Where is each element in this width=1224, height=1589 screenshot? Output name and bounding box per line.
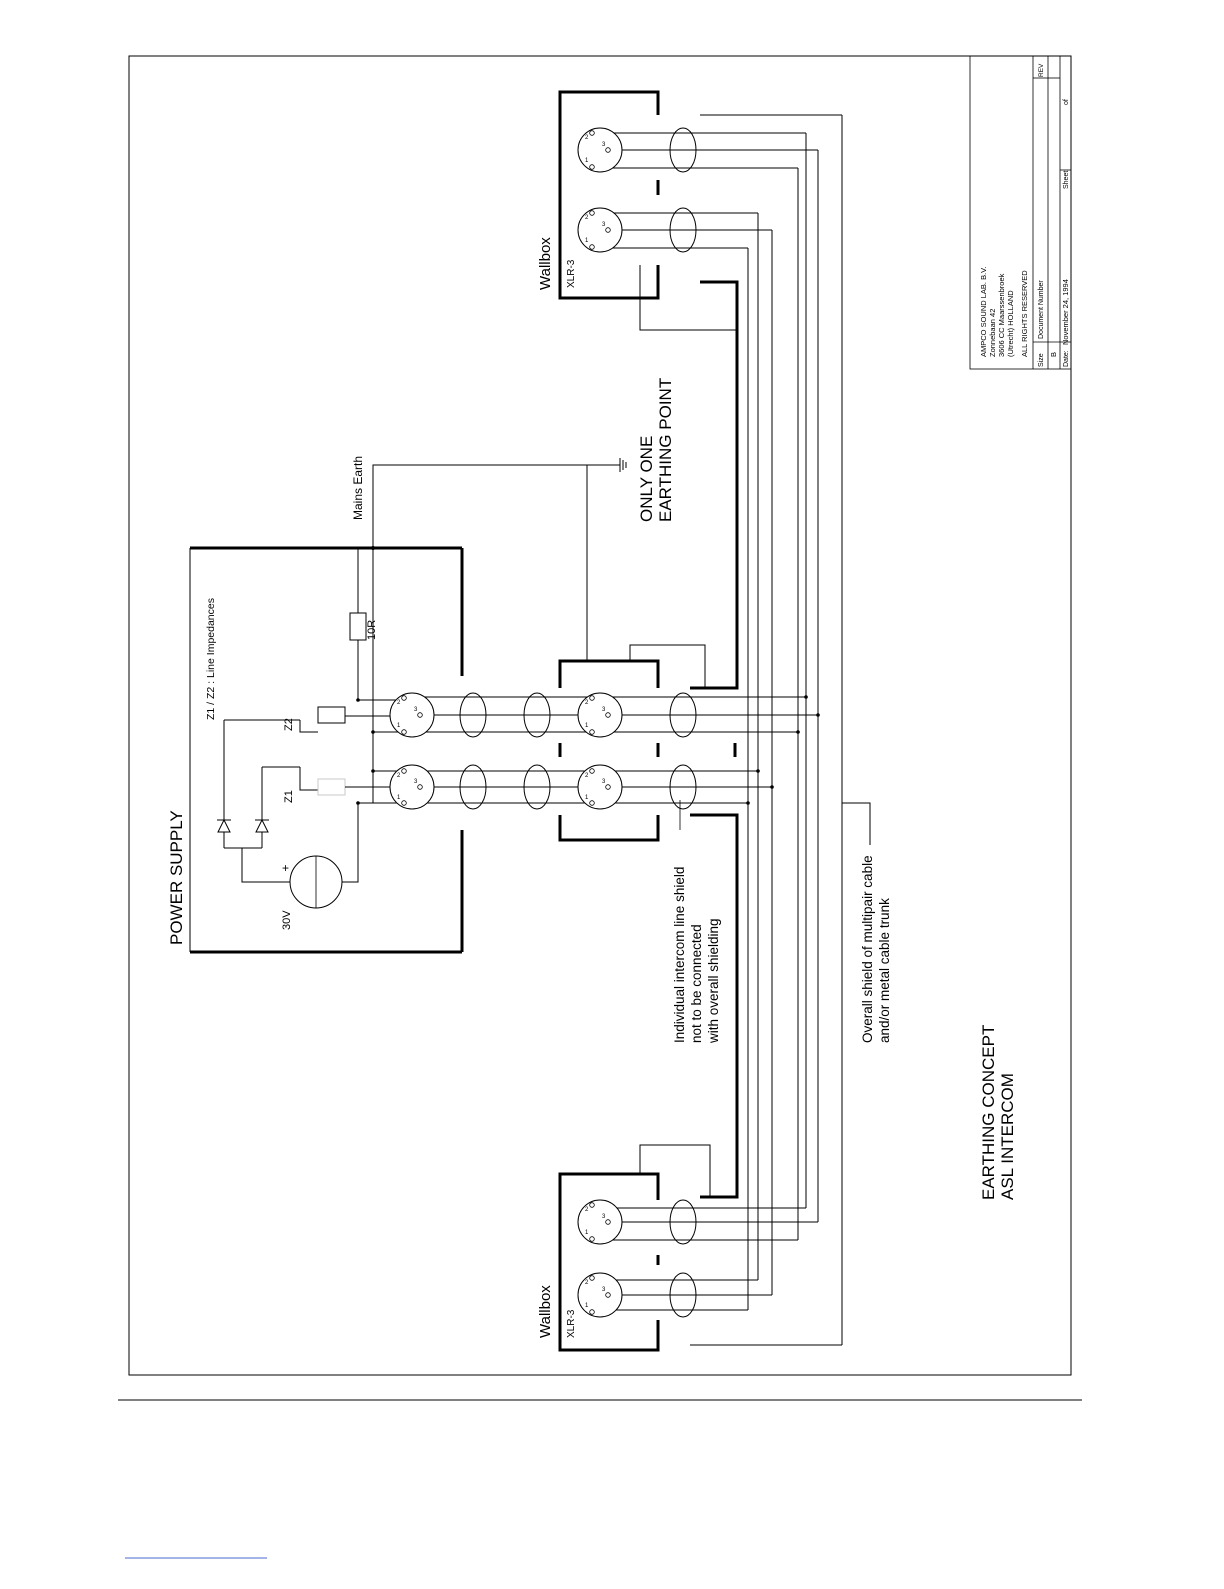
z1-impedance — [317, 778, 346, 796]
plus-sign: + — [282, 861, 289, 875]
svg-text:Individual intercom line shiel: Individual intercom line shield — [672, 867, 687, 1043]
of-label: of — [1063, 99, 1070, 105]
svg-text:2: 2 — [585, 773, 589, 779]
company-name: AMPCO SOUND LAB. B.V. — [979, 266, 988, 357]
svg-text:2: 2 — [397, 773, 401, 779]
z2-impedance — [317, 706, 346, 724]
svg-text:EARTHING CONCEPT: EARTHING CONCEPT — [979, 1025, 998, 1200]
svg-text:2: 2 — [585, 700, 589, 706]
svg-text:3: 3 — [602, 142, 606, 148]
shield-note: Individual intercom line shield not to b… — [672, 867, 721, 1044]
shield-ellipses-trunk — [459, 692, 697, 810]
svg-text:with overall shielding: with overall shielding — [706, 918, 721, 1044]
company-city: 3606 CC Maarssenbroek — [997, 273, 1006, 357]
svg-text:2: 2 — [585, 1280, 589, 1286]
svg-text:3: 3 — [602, 222, 606, 228]
diode-2 — [255, 767, 269, 848]
power-supply-box — [189, 546, 464, 954]
xlr-connector-junction-1: 1 3 2 — [577, 692, 623, 738]
junction-box — [558, 280, 739, 1199]
z2-label: Z2 — [283, 718, 295, 731]
drawing-frame — [128, 55, 1072, 1376]
svg-text:2: 2 — [585, 135, 589, 141]
xlr-connector-wallbox-top-1: 1 3 2 — [577, 127, 623, 173]
svg-text:and/or metal cable trunk: and/or metal cable trunk — [877, 898, 892, 1043]
resistor-10r — [349, 612, 367, 641]
wallbox-bottom-label: Wallbox — [537, 1285, 554, 1338]
svg-text:1: 1 — [585, 1303, 589, 1309]
document-number-label: Document Number — [1038, 280, 1045, 339]
svg-text:1: 1 — [585, 158, 589, 164]
svg-text:3: 3 — [602, 1287, 606, 1293]
overall-shield-note: Overall shield of multipair cable and/or… — [860, 855, 892, 1043]
earth-symbol — [615, 458, 627, 472]
svg-text:1: 1 — [585, 1230, 589, 1236]
mains-earth-label: Mains Earth — [351, 456, 365, 520]
earthing-point-line1: ONLY ONE — [637, 436, 656, 522]
xlr-bottom-label: XLR-3 — [566, 1309, 577, 1338]
svg-text:1: 1 — [397, 723, 401, 729]
size-value: B — [1049, 352, 1058, 357]
svg-text:1: 1 — [397, 795, 401, 801]
svg-text:3: 3 — [414, 779, 418, 785]
vertical-trunk-wires — [747, 133, 819, 1310]
svg-text:1: 1 — [585, 238, 589, 244]
xlr-connector-psu-1: 1 3 2 — [389, 692, 435, 738]
rev-label: REV — [1038, 63, 1045, 77]
z1-label: Z1 — [283, 790, 295, 803]
power-supply-label: POWER SUPPLY — [167, 810, 186, 945]
company-country: (Utrecht) HOLLAND — [1006, 290, 1015, 357]
svg-text:1: 1 — [585, 795, 589, 801]
source-wire — [241, 848, 290, 883]
date-value: November 24, 1994 — [1061, 279, 1070, 345]
svg-text:not to be connected: not to be connected — [689, 924, 704, 1043]
voltage-label: 30V — [281, 910, 293, 930]
xlr-connector-psu-2: 1 3 2 — [389, 764, 435, 810]
line-impedances-label: Z1 / Z2 : Line Impedances — [205, 598, 217, 720]
svg-text:Overall shield of multipair ca: Overall shield of multipair cable — [860, 855, 875, 1043]
mains-earth-wire — [372, 464, 615, 548]
wallbox-bottom — [558, 1144, 818, 1352]
earthing-point-line2: EARTHING POINT — [656, 378, 675, 522]
resistor-label: 10R — [366, 620, 378, 640]
svg-text:ASL INTERCOM: ASL INTERCOM — [998, 1073, 1017, 1200]
svg-text:3: 3 — [602, 1214, 606, 1220]
sheet-label: Sheet — [1063, 171, 1070, 189]
xlr-top-label: XLR-3 — [566, 259, 577, 288]
date-label: Date: — [1063, 350, 1070, 367]
xlr-connector-wallbox-top-2: 1 3 2 — [577, 207, 623, 253]
company-street: Zonnebaan 42 — [988, 309, 997, 357]
title-block: AMPCO SOUND LAB. B.V. Zonnebaan 42 3606 … — [969, 55, 1072, 370]
svg-text:3: 3 — [414, 707, 418, 713]
source-return-wire — [342, 803, 359, 883]
svg-text:2: 2 — [397, 700, 401, 706]
drawing-title: EARTHING CONCEPT ASL INTERCOM — [979, 1025, 1017, 1200]
svg-text:2: 2 — [585, 215, 589, 221]
rights-text: ALL RIGHTS RESERVED — [1020, 270, 1029, 357]
wallbox-top-label: Wallbox — [537, 237, 554, 290]
size-label: Size — [1038, 353, 1045, 367]
svg-text:3: 3 — [602, 779, 606, 785]
xlr-connector-wallbox-bottom-2: 1 3 2 — [577, 1272, 623, 1318]
diode-1 — [217, 720, 231, 848]
junction-dots — [356, 695, 820, 805]
xlr-connector-junction-2: 1 3 2 — [577, 764, 623, 810]
svg-text:2: 2 — [585, 1207, 589, 1213]
svg-text:3: 3 — [602, 707, 606, 713]
svg-text:1: 1 — [585, 723, 589, 729]
xlr-connector-wallbox-bottom-1: 1 3 2 — [577, 1199, 623, 1245]
trunk-grey-lines — [690, 114, 842, 1346]
wallbox-top — [558, 90, 818, 331]
